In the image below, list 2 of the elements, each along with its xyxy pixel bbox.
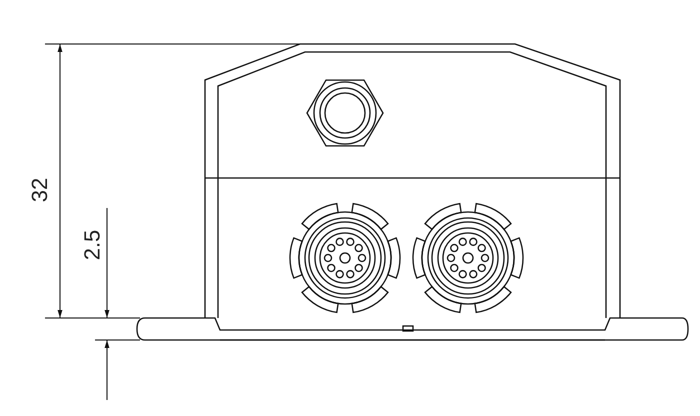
dimension-label: 2.5 xyxy=(80,230,103,260)
dimension-label: 32 xyxy=(29,178,52,202)
